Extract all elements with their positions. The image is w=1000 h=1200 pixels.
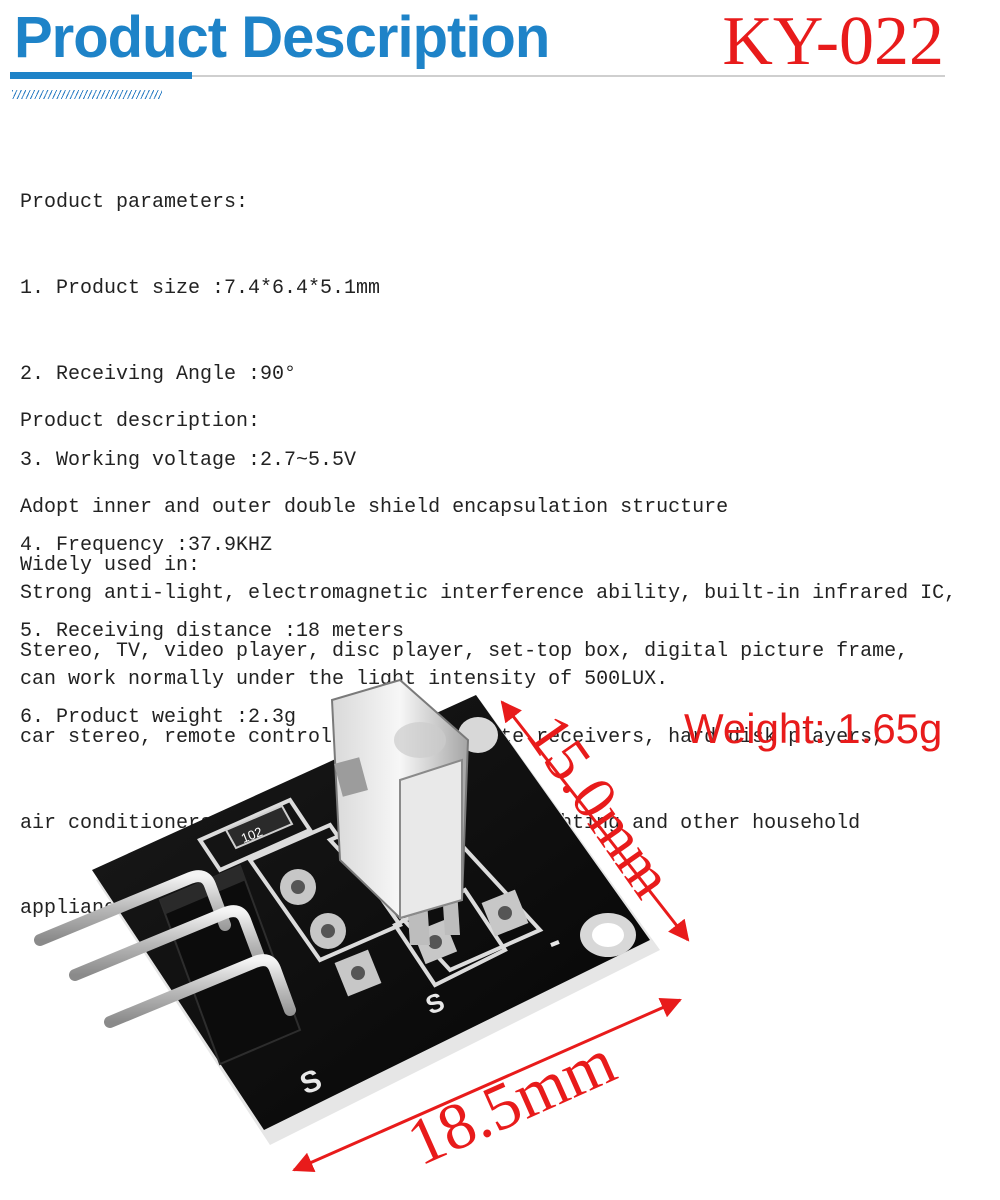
title-underline (10, 75, 945, 77)
description-heading: Product description: (20, 410, 261, 434)
title-underline-accent (10, 72, 192, 79)
parameter-item: 6. Product weight :2.3g (20, 705, 297, 729)
resistor (224, 804, 294, 850)
product-photo: 102 S S - 15.0mm 18.5mm (34, 678, 690, 1180)
product-parameters: Product parameters: 1. Product size :7.4… (20, 132, 970, 761)
silkscreen-outline (197, 797, 313, 873)
parameter-item: 3. Working voltage :2.7~5.5V (20, 448, 357, 472)
parameter-item: 5. Receiving distance :18 meters (20, 620, 405, 644)
page-title: Product Description (14, 5, 550, 70)
silkscreen-outline (246, 822, 404, 963)
parameter-item: 4. Frequency :37.9KHZ (20, 534, 273, 558)
parameter-item: 2. Receiving Angle :90° (20, 362, 297, 386)
dimension-arrow-height (500, 700, 690, 942)
weight-label: Weight: 1.65g (684, 705, 943, 752)
ir-receiver (330, 678, 470, 945)
model-code: KY-022 (722, 3, 944, 80)
description-line: Strong anti-light, electromagnetic inter… (20, 581, 957, 605)
dimension-arrow-width (292, 998, 682, 1172)
usage-heading: Widely used in: (20, 554, 201, 578)
parameter-item: 1. Product size :7.4*6.4*5.1mm (20, 276, 381, 300)
header-pins (34, 870, 296, 1028)
parameters-heading: Product parameters: (20, 191, 249, 215)
description-line: Adopt inner and outer double shield enca… (20, 495, 729, 519)
decorative-hatch (12, 90, 162, 99)
usage-line: Stereo, TV, video player, disc player, s… (20, 639, 909, 663)
